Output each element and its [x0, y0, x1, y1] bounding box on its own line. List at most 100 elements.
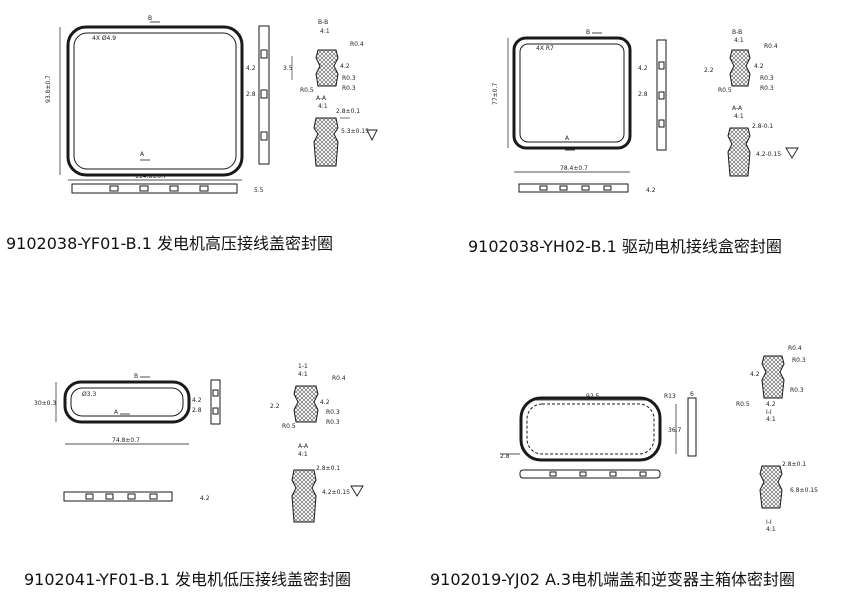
- r03b-4: R0.3: [790, 387, 804, 394]
- r03b-1: R0.3: [342, 85, 356, 92]
- sec-aa-title-2: A-A: [732, 105, 743, 112]
- drawing-1: [59, 21, 378, 194]
- sec-scale-4: 4:1: [766, 416, 776, 423]
- seal-ring-inner: [70, 387, 184, 417]
- dim-height-3: 30±0.3: [34, 400, 56, 407]
- d35-2: 2.2: [704, 67, 714, 74]
- sec-bb-scale-1: 4:1: [320, 28, 330, 35]
- side-view: [656, 39, 667, 151]
- holes-2: 4X R7: [536, 45, 554, 52]
- w28-3: 2.8±0.1: [316, 465, 340, 472]
- holes-1: 4X Ø4.9: [92, 35, 116, 42]
- d42-4: 4.2: [750, 371, 760, 378]
- section-bb: [293, 385, 319, 423]
- drawing-3: [55, 376, 364, 523]
- dim-width-4: 92.5: [586, 393, 600, 400]
- section-aa: [291, 469, 317, 523]
- surface-finish-icon: [350, 485, 364, 497]
- cut-b-1: B: [148, 15, 152, 22]
- bottom-view: [519, 469, 661, 479]
- caption-4: 9102019-YJ02 A.3电机端盖和逆变器主箱体密封圈: [430, 570, 796, 589]
- h53-2: 4.2-0.15: [756, 151, 781, 158]
- h53-1: 5.3±0.15: [341, 128, 369, 135]
- d42b-4: 4.2: [766, 401, 776, 408]
- side-view: [258, 25, 270, 165]
- seal-ring-outer: [519, 396, 662, 462]
- r05-4: R0.5: [736, 401, 750, 408]
- sec2-scale-4: 4:1: [766, 526, 776, 533]
- dim-height-4: 36.7: [668, 427, 682, 434]
- side-dim-3: 4.2: [192, 397, 202, 404]
- section-aa: [727, 127, 751, 177]
- seal-ring-outer: [512, 36, 632, 150]
- sec-bb-title-2: B-B: [732, 29, 742, 36]
- bottom-view: [71, 183, 238, 194]
- side-view: [687, 397, 697, 457]
- side-dim-4: 6: [690, 391, 694, 398]
- cut-a-2: A: [565, 135, 570, 142]
- r03a-4: R0.3: [792, 357, 806, 364]
- sec-bb-title-3: 1-1: [298, 363, 308, 370]
- d35-1: 3.5: [283, 65, 293, 72]
- dim-height-2: 77±0.7: [492, 83, 499, 105]
- section-aa: [313, 117, 339, 167]
- side-dim2-3: 2.8: [192, 407, 202, 414]
- r04-1: R0.4: [350, 41, 364, 48]
- d42-3: 4.2: [320, 399, 330, 406]
- side-dim2-1: 2.8: [246, 91, 256, 98]
- dim-height-1: 93.8±0.7: [45, 75, 52, 103]
- drawing-2: [507, 32, 799, 193]
- bottom-thk-1: 5.5: [254, 187, 264, 194]
- caption-3: 9102041-YF01-B.1 发电机低压接线盖密封圈: [24, 570, 352, 589]
- holes-3: Ø3.3: [82, 391, 96, 398]
- dim-width-1: 114.8±0.7: [135, 173, 167, 180]
- seal-ring-inner: [519, 43, 625, 143]
- surface-finish-icon: [785, 147, 799, 159]
- d42-2: 4.2: [754, 63, 764, 70]
- sec-title-4: I-I: [766, 409, 772, 416]
- r03a-2: R0.3: [760, 75, 774, 82]
- bottom-thk-3: 4.2: [200, 495, 210, 502]
- r04-2: R0.4: [764, 43, 778, 50]
- sec-aa-scale-3: 4:1: [298, 451, 308, 458]
- side-view: [210, 379, 221, 425]
- r03a-1: R0.3: [342, 75, 356, 82]
- bottom-view: [518, 183, 629, 193]
- section-bb: [315, 49, 339, 87]
- d42-1: 4.2: [340, 63, 350, 70]
- sec-aa-scale-2: 4:1: [734, 113, 744, 120]
- side-dim-2: 4.2: [638, 65, 648, 72]
- seal-ring-inner: [73, 32, 237, 170]
- seal-ring-outer: [63, 380, 191, 424]
- dim-width-2: 78.4±0.7: [560, 165, 588, 172]
- d35-3: 2.2: [270, 403, 280, 410]
- dim-width-3: 74.8±0.7: [112, 437, 140, 444]
- r03b-3: R0.3: [326, 419, 340, 426]
- r05-3: R0.5: [282, 423, 296, 430]
- cut-a-3: A: [114, 409, 119, 416]
- h53-3: 4.2±0.15: [322, 489, 350, 496]
- sec-bb-scale-3: 4:1: [298, 371, 308, 378]
- cut-a-1: A: [140, 151, 145, 158]
- bottom-view: [63, 491, 173, 502]
- r05-1: R0.5: [300, 87, 314, 94]
- r05-2: R0.5: [718, 87, 732, 94]
- w28-4: 2.8±0.1: [782, 461, 806, 468]
- w28-2: 2.8-0.1: [752, 123, 773, 130]
- seal-ring-inner: [526, 403, 655, 455]
- sec-aa-title-3: A-A: [298, 443, 309, 450]
- r04-3: R0.4: [332, 375, 346, 382]
- cut-b-3: B: [134, 373, 138, 380]
- caption-2: 9102038-YH02-B.1 驱动电机接线盒密封圈: [468, 237, 782, 256]
- section-ii: [761, 355, 785, 399]
- section-ii-2: [759, 465, 783, 509]
- r04-4: R0.4: [788, 345, 802, 352]
- seal-ring-outer: [66, 25, 244, 177]
- cut-b-2: B: [586, 29, 590, 36]
- sec-aa-title-1: A-A: [316, 95, 327, 102]
- r03b-2: R0.3: [760, 85, 774, 92]
- drawing-4: [500, 355, 785, 509]
- sec-bb-scale-2: 4:1: [734, 37, 744, 44]
- surface-finish-icon: [366, 129, 378, 142]
